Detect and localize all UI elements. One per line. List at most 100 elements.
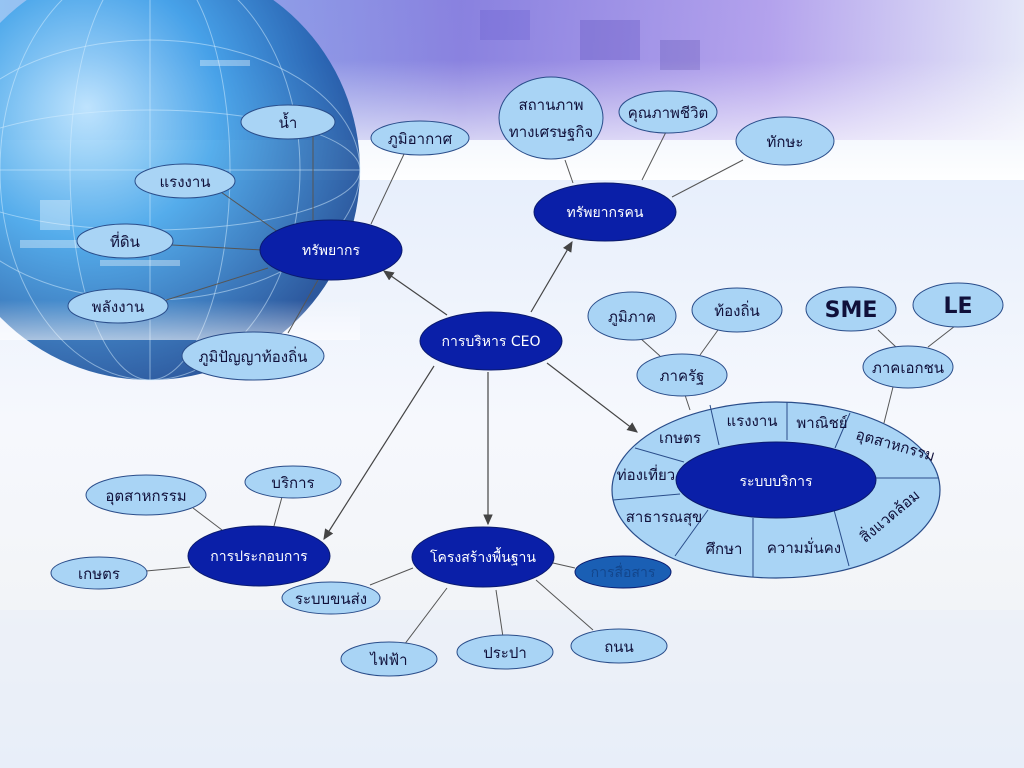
- node-energy-label: พลังงาน: [92, 298, 144, 316]
- node-econ-status-label-line1: สถานภาพ: [518, 96, 583, 114]
- node-private-sector-label: ภาคเอกชน: [872, 359, 944, 377]
- ring-segment-tourism: ท่องเที่ยว: [617, 464, 675, 484]
- line-labor: [217, 189, 279, 233]
- node-electricity-label: ไฟฟ้า: [369, 651, 407, 669]
- node-region-label: ภูมิภาค: [608, 308, 656, 326]
- node-transport-label: ระบบขนส่ง: [295, 590, 367, 608]
- ring-divider: [612, 493, 681, 501]
- ring-divider: [709, 404, 720, 446]
- node-sme[interactable]: SME: [805, 286, 897, 332]
- ring-segment-labor: แรงงาน: [726, 412, 777, 430]
- node-econ-status[interactable]: สถานภาพ ทางเศรษฐกิจ: [498, 76, 604, 160]
- node-climate[interactable]: ภูมิอากาศ: [370, 120, 470, 156]
- node-labor[interactable]: แรงงาน: [134, 163, 236, 199]
- arrow-to-service-system: [546, 362, 638, 433]
- node-local-wisdom[interactable]: ภูมิปัญญาท้องถิ่น: [181, 331, 325, 381]
- node-locality-label: ท้องถิ่น: [714, 300, 760, 320]
- main-nodes: การบริหาร CEO ทรัพยากร ทรัพยากรคน ระบบบร…: [187, 182, 877, 589]
- line-electricity: [403, 587, 448, 646]
- node-le-label: LE: [943, 294, 972, 319]
- node-water-supply[interactable]: ประปา: [456, 634, 554, 670]
- node-econ-status-label-line2: ทางเศรษฐกิจ: [509, 123, 593, 141]
- node-locality[interactable]: ท้องถิ่น: [691, 287, 783, 333]
- node-state-sector-label: ภาครัฐ: [660, 367, 705, 385]
- node-region[interactable]: ภูมิภาค: [587, 291, 677, 341]
- leaf-nodes: น้ำ ภูมิอากาศ แรงงาน ที่ดิน พลังงาน ภูมิ…: [50, 76, 1004, 677]
- line-quality-life: [641, 131, 667, 181]
- node-water[interactable]: น้ำ: [240, 104, 336, 140]
- line-skills: [671, 159, 744, 198]
- node-industry-label: อุตสาหกรรม: [105, 487, 186, 506]
- node-human-resources-label: ทรัพยากรคน: [567, 205, 644, 221]
- node-service-system[interactable]: ระบบบริการ: [675, 441, 877, 519]
- node-skills[interactable]: ทักษะ: [735, 116, 835, 166]
- node-road-label: ถนน: [604, 638, 634, 656]
- node-transport[interactable]: ระบบขนส่ง: [281, 581, 381, 615]
- arrow-to-business: [323, 365, 435, 541]
- node-services[interactable]: บริการ: [244, 465, 342, 499]
- ring-segment-commerce: พาณิชย์: [796, 414, 847, 432]
- line-private-to-ring: [883, 386, 894, 424]
- ring-divider: [833, 509, 850, 567]
- line-locality: [699, 329, 719, 356]
- node-services-label: บริการ: [271, 474, 314, 492]
- node-communication[interactable]: การสื่อสาร: [574, 555, 672, 589]
- line-le: [927, 325, 956, 348]
- node-human-resources[interactable]: ทรัพยากรคน: [533, 182, 677, 242]
- node-infrastructure[interactable]: โครงสร้างพื้นฐาน: [411, 526, 555, 588]
- connector-lines: [145, 131, 956, 646]
- line-communication: [552, 562, 576, 569]
- node-resources-label: ทรัพยากร: [302, 243, 361, 259]
- ring-segment-public-health: สาธารณสุข: [626, 508, 703, 527]
- node-resources[interactable]: ทรัพยากร: [259, 219, 403, 281]
- line-state-to-ring: [684, 394, 691, 411]
- line-energy: [159, 267, 269, 303]
- node-skills-label: ทักษะ: [767, 133, 804, 151]
- line-climate: [370, 151, 406, 225]
- line-services: [273, 496, 283, 527]
- node-land-label: ที่ดิน: [110, 231, 140, 251]
- node-infrastructure-label: โครงสร้างพื้นฐาน: [430, 547, 536, 566]
- node-center[interactable]: การบริหาร CEO: [419, 311, 563, 371]
- node-water-label: น้ำ: [279, 112, 298, 132]
- node-center-label: การบริหาร CEO: [442, 334, 541, 350]
- node-business-label: การประกอบการ: [210, 549, 308, 565]
- node-quality-life[interactable]: คุณภาพชีวิต: [618, 90, 718, 134]
- node-energy[interactable]: พลังงาน: [67, 288, 169, 324]
- line-road: [535, 579, 594, 631]
- node-state-sector[interactable]: ภาครัฐ: [636, 353, 728, 397]
- line-transport: [369, 567, 414, 586]
- node-electricity[interactable]: ไฟฟ้า: [340, 641, 438, 677]
- node-land[interactable]: ที่ดิน: [76, 223, 174, 259]
- arrow-to-human-resources: [530, 240, 573, 313]
- line-econ-status: [564, 159, 574, 184]
- node-road[interactable]: ถนน: [570, 628, 668, 664]
- line-land: [171, 244, 263, 251]
- node-private-sector[interactable]: ภาคเอกชน: [862, 345, 954, 389]
- arrow-to-resources: [383, 270, 448, 316]
- node-quality-life-label: คุณภาพชีวิต: [628, 104, 709, 123]
- line-industry: [192, 507, 223, 531]
- node-le[interactable]: LE: [912, 282, 1004, 328]
- node-service-system-label: ระบบบริการ: [739, 474, 813, 490]
- node-agriculture[interactable]: เกษตร: [50, 556, 148, 590]
- line-sme: [877, 329, 897, 348]
- line-local-wisdom: [287, 279, 319, 334]
- ring-segment-agriculture: เกษตร: [659, 429, 701, 447]
- ring-divider: [674, 509, 709, 557]
- node-agriculture-label: เกษตร: [78, 565, 120, 583]
- node-business[interactable]: การประกอบการ: [187, 525, 331, 587]
- ring-divider: [634, 447, 685, 463]
- ring-segment-education: ศึกษา: [706, 540, 743, 558]
- node-climate-label: ภูมิอากาศ: [388, 130, 453, 148]
- ring-divider: [834, 412, 851, 449]
- node-local-wisdom-label: ภูมิปัญญาท้องถิ่น: [199, 346, 308, 366]
- node-sme-label: SME: [825, 298, 878, 323]
- arrows: [323, 240, 638, 541]
- line-agriculture: [145, 566, 191, 572]
- line-region: [639, 337, 661, 357]
- node-industry[interactable]: อุตสาหกรรม: [85, 474, 207, 516]
- node-labor-label: แรงงาน: [159, 173, 210, 191]
- ring-segment-security: ความมั่นคง: [767, 537, 841, 557]
